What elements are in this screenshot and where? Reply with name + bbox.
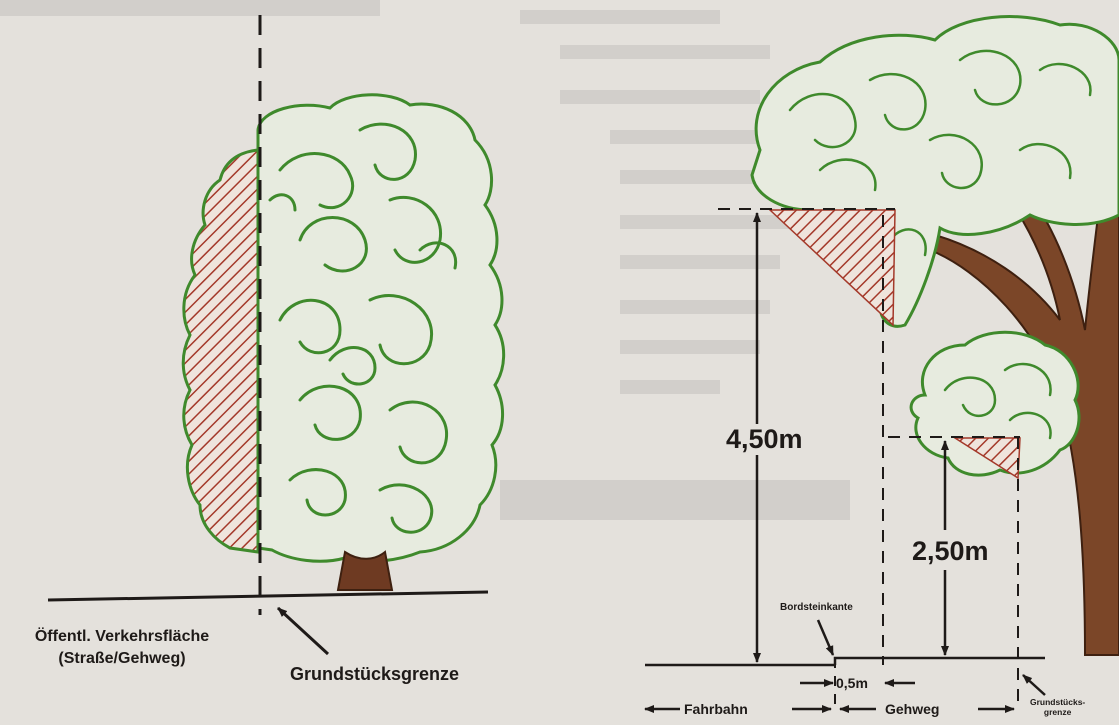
property-pointer-arrow: [1023, 675, 1045, 695]
left-hedge-figure: [48, 15, 504, 654]
property-line-label-right-line1: Grundstücks-: [1030, 697, 1085, 707]
right-tree-figure: [645, 17, 1119, 709]
ground-line-left: [48, 592, 488, 600]
overhang-hatched-zone: [183, 150, 258, 552]
public-area-label-line1: Öffentl. Verkehrsfläche: [12, 628, 232, 646]
hedge-foliage: [258, 95, 504, 562]
road-label: Fahrbahn: [684, 701, 748, 717]
height-label-road: 4,50m: [726, 424, 803, 455]
public-area-label-line2: (Straße/Gehweg): [12, 650, 232, 668]
offset-label: 0,5m: [836, 675, 868, 691]
curb-pointer-arrow: [818, 620, 833, 655]
property-line-label-right-line2: grenze: [1030, 707, 1085, 717]
height-label-sidewalk: 2,50m: [912, 536, 989, 567]
clearance-zone-road: [770, 210, 895, 325]
curb: [835, 658, 1045, 665]
property-line-label-right: Grundstücks- grenze: [1030, 697, 1085, 717]
property-line-label-left: Grundstücksgrenze: [290, 664, 459, 685]
property-line-arrow: [278, 608, 328, 654]
curb-label: Bordsteinkante: [780, 602, 853, 613]
public-area-label: Öffentl. Verkehrsfläche (Straße/Gehweg): [12, 628, 232, 668]
sidewalk-label: Gehweg: [885, 701, 939, 717]
